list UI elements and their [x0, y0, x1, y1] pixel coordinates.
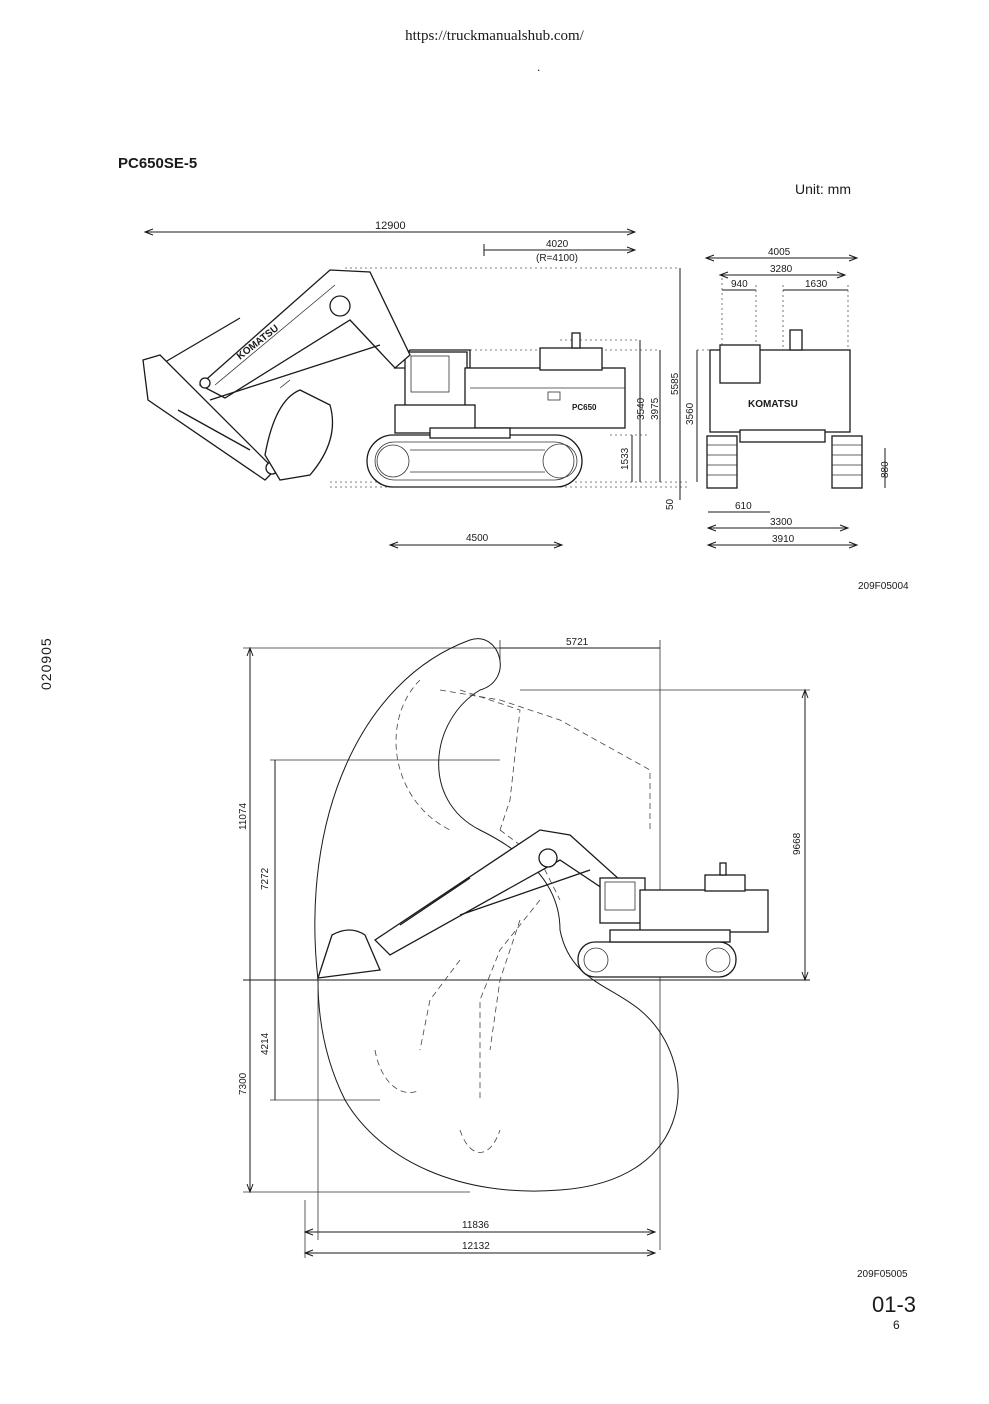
dim-overall-length: 12900	[375, 220, 406, 232]
dim-height-11074: 11074	[238, 802, 249, 830]
dim-width-4005: 4005	[768, 247, 791, 258]
dim-height-880: 880	[880, 461, 891, 478]
dim-gauge-3300: 3300	[770, 517, 793, 528]
dim-tail-radius: 4020	[546, 239, 569, 250]
side-view-model-badge: PC650	[572, 403, 597, 412]
dim-height-5585: 5585	[670, 372, 681, 395]
dim-height-7272: 7272	[260, 867, 271, 890]
dim-depth-7300: 7300	[238, 1072, 249, 1095]
front-brand-label: KOMATSU	[748, 399, 798, 410]
page-number: 01-3	[872, 1292, 917, 1317]
revision-mark: 6	[893, 1318, 900, 1332]
figure1-code: 209F05004	[858, 581, 909, 592]
dim-width-3280: 3280	[770, 264, 793, 275]
figure1-side-view: 12900 4020 (R=4100) 1533 3540 3975 5585 …	[142, 220, 909, 592]
dim-height-1533: 1533	[620, 447, 631, 470]
stray-dot: .	[537, 60, 541, 74]
dim-width-3910: 3910	[772, 534, 795, 545]
figure2-working-range: 5721 11074 7272 4214 7300 9668	[238, 637, 908, 1280]
dim-height-3540: 3540	[636, 397, 647, 420]
dim-reach-5721: 5721	[566, 637, 589, 648]
dim-height-3975: 3975	[650, 397, 661, 420]
dim-height-9668: 9668	[792, 832, 803, 855]
dim-reach-12132: 12132	[462, 1241, 490, 1252]
dim-clearance-50: 50	[665, 498, 676, 510]
dim-width-1630: 1630	[805, 279, 828, 290]
dim-height-3560: 3560	[685, 402, 696, 425]
unit-label: Unit: mm	[795, 181, 851, 197]
dim-reach-11836: 11836	[462, 1220, 490, 1231]
dim-depth-4214: 4214	[260, 1032, 271, 1055]
dim-shoe-610: 610	[735, 501, 752, 512]
dim-width-940: 940	[731, 279, 748, 290]
figure2-code: 209F05005	[857, 1269, 908, 1280]
model-title: PC650SE-5	[118, 155, 198, 172]
dim-tail-radius-note: (R=4100)	[536, 253, 578, 264]
dim-track-length: 4500	[466, 533, 489, 544]
source-url: https://truckmanualshub.com/	[405, 28, 584, 44]
